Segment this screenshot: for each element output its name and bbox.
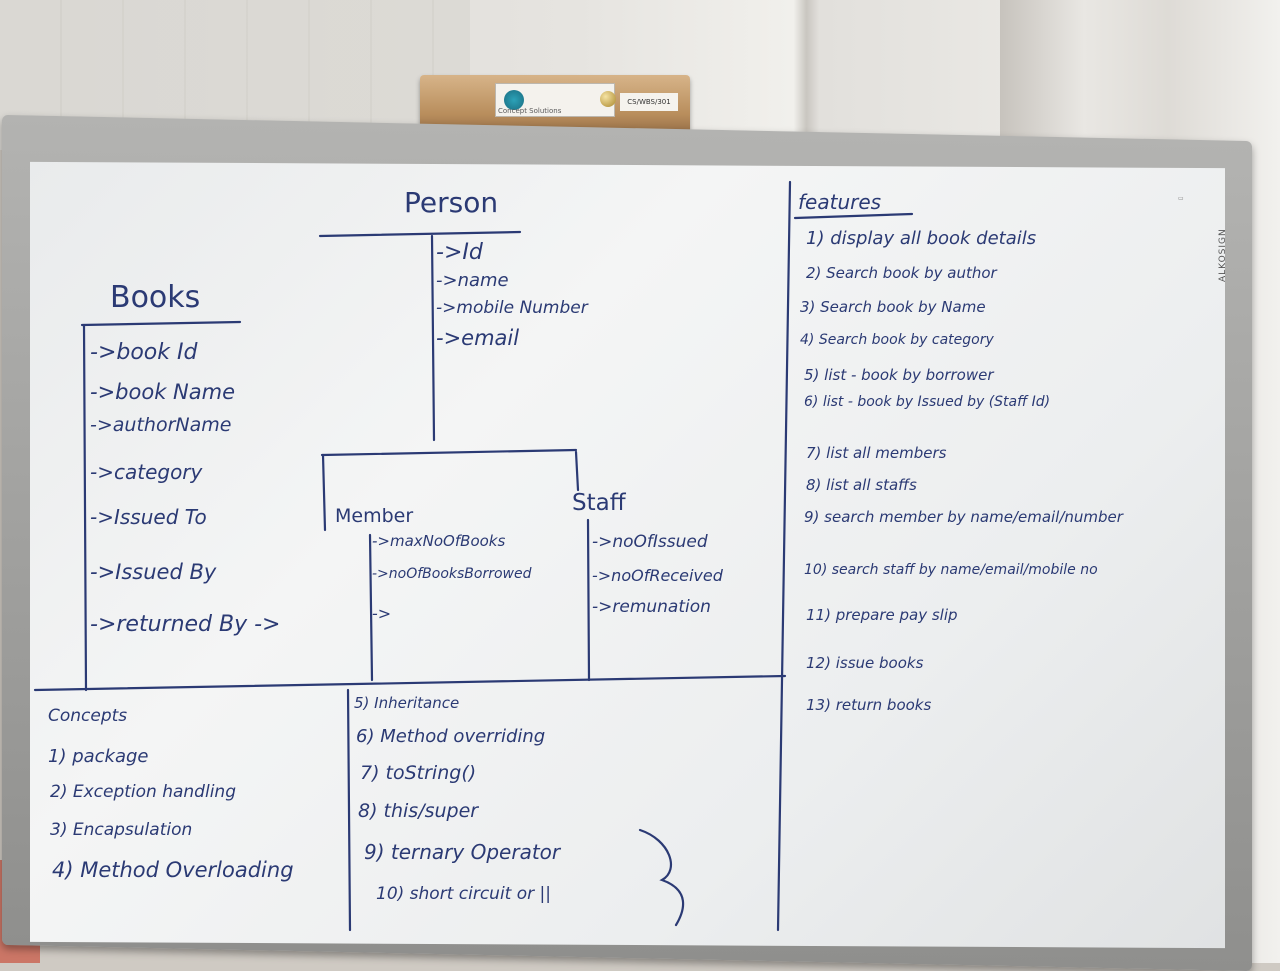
staff-stem	[586, 518, 591, 682]
feature-item-11: 11) prepare pay slip	[806, 606, 958, 624]
person-stem	[430, 234, 436, 442]
feature-item-13: 13) return books	[806, 696, 932, 714]
feature-item-1: 1) display all book details	[806, 228, 1037, 249]
book-field-issued-by: ->Issued By	[90, 560, 217, 584]
company-logo-icon	[504, 90, 524, 110]
book-title: Books	[110, 280, 201, 315]
concept-item-4: 4) Method Overloading	[52, 858, 294, 882]
feature-item-12: 12) issue books	[806, 654, 924, 672]
staff-title: Staff	[572, 490, 626, 516]
holder-tag: CS/WBS/301	[620, 93, 678, 111]
person-field-id: ->Id	[436, 240, 483, 265]
staff-field-received: ->noOfReceived	[592, 566, 723, 585]
features-underline	[793, 212, 914, 220]
member-title: Member	[335, 505, 414, 527]
staff-branch	[574, 450, 580, 492]
book-field-name: ->book Name	[90, 380, 235, 404]
concept-item-6: 6) Method overriding	[356, 726, 546, 747]
concept-item-7: 7) toString()	[360, 762, 477, 784]
book-field-author: ->authorName	[90, 414, 232, 436]
member-branch	[321, 453, 327, 532]
concepts-title: Concepts	[48, 706, 128, 726]
concepts-bracket	[638, 828, 685, 927]
feature-item-10: 10) search staff by name/email/mobile no	[804, 562, 1098, 578]
concept-item-10: 10) short circuit or ||	[376, 884, 551, 904]
book-field-category: ->category	[90, 460, 203, 484]
book-underline	[80, 320, 242, 327]
feature-item-7: 7) list all members	[806, 444, 947, 462]
person-field-mobile: ->mobile Number	[436, 298, 588, 318]
holder-plate-text: Concept Solutions	[498, 107, 562, 115]
member-field-empty: ->	[372, 604, 392, 623]
book-field-id: ->book Id	[90, 340, 198, 365]
member-stem	[368, 533, 374, 682]
feature-item-6: 6) list - book by Issued by (Staff Id)	[804, 394, 1051, 410]
feature-item-9: 9) search member by name/email/number	[804, 508, 1123, 526]
concepts-column-divider	[346, 688, 352, 932]
book-stem	[82, 323, 88, 692]
concept-item-8: 8) this/super	[358, 800, 479, 822]
book-field-issued-to: ->Issued To	[90, 505, 207, 529]
book-field-returned-by: ->returned By ->	[90, 612, 281, 637]
board-corner-label: ▭	[1178, 195, 1184, 202]
concept-item-3: 3) Encapsulation	[50, 820, 193, 840]
concept-item-9: 9) ternary Operator	[364, 840, 561, 864]
features-title: features	[798, 190, 882, 214]
holder-plate: Concept Solutions	[495, 83, 615, 117]
brass-knob-right	[600, 91, 616, 107]
feature-item-8: 8) list all staffs	[806, 476, 917, 494]
person-field-name: ->name	[436, 270, 509, 291]
features-divider	[776, 180, 792, 932]
feature-item-4: 4) Search book by category	[800, 332, 994, 348]
person-underline	[318, 230, 522, 238]
feature-item-3: 3) Search book by Name	[800, 298, 986, 316]
person-title: Person	[404, 186, 499, 219]
feature-item-2: 2) Search book by author	[806, 264, 997, 282]
staff-field-issued: ->noOfIssued	[592, 532, 708, 552]
concept-item-2: 2) Exception handling	[50, 782, 236, 802]
inheritance-bar	[320, 448, 578, 457]
feature-item-5: 5) list - book by borrower	[804, 366, 994, 384]
member-field-books-borrowed: ->noOfBooksBorrowed	[372, 566, 532, 582]
concepts-top-line	[33, 674, 787, 692]
person-field-email: ->email	[436, 326, 520, 350]
staff-field-remunation: ->remunation	[592, 597, 711, 617]
concept-item-1: 1) package	[48, 746, 149, 767]
concept-item-5: 5) Inheritance	[354, 694, 460, 712]
member-field-max-books: ->maxNoOfBooks	[372, 532, 506, 550]
